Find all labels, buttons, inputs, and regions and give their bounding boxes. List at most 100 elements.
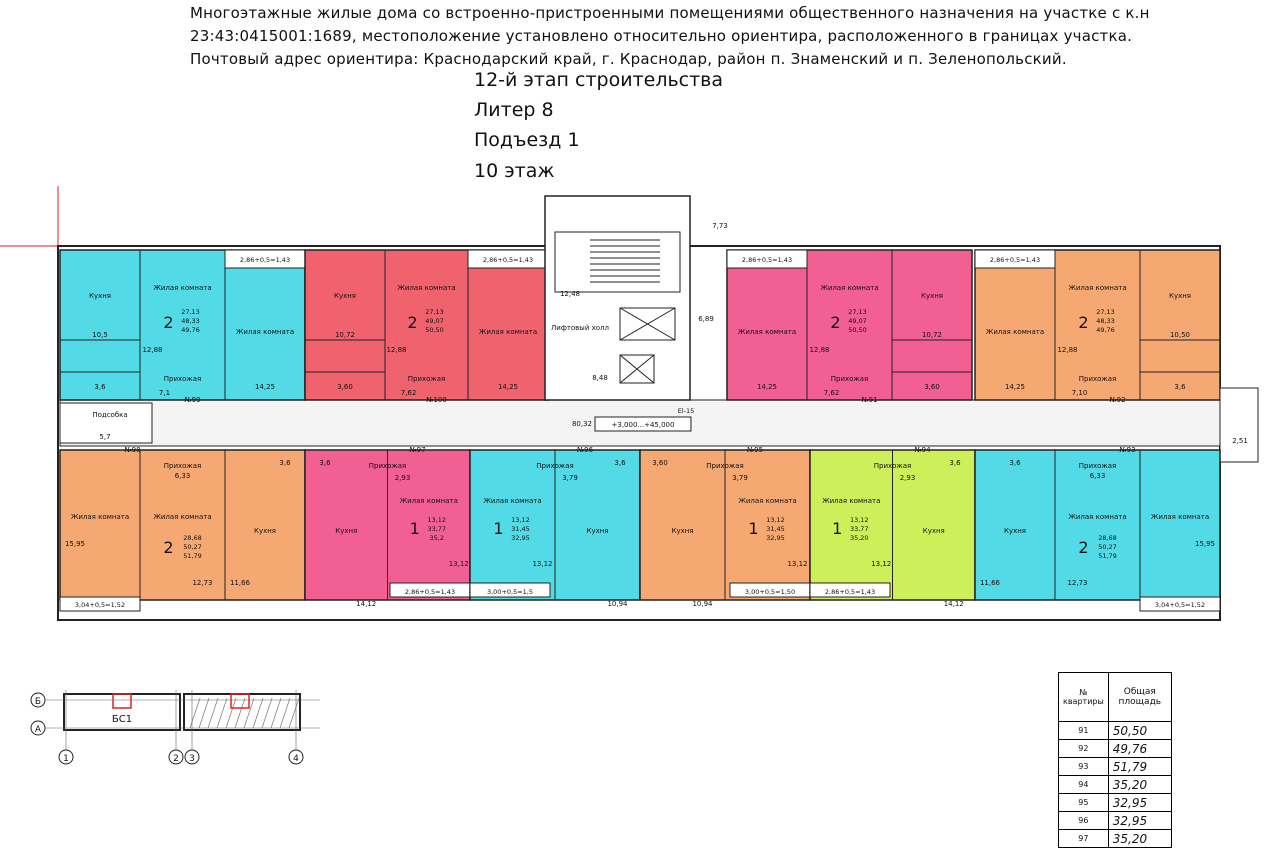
- table-cell-area: 51,79: [1107, 757, 1172, 776]
- apartment-number: №97: [409, 446, 425, 454]
- bath-area: 3,6: [1174, 383, 1186, 391]
- area-usable: 49,07: [848, 317, 867, 325]
- area-usable: 49,07: [425, 317, 444, 325]
- area-usable: 31,45: [766, 525, 785, 533]
- corridor-area: 12,88: [142, 346, 162, 354]
- rooms-count: 1: [410, 519, 420, 538]
- stair-area: 12,48: [560, 290, 580, 298]
- axis-marker-n1: [58, 749, 74, 765]
- living-area: 13,12: [871, 560, 891, 568]
- corridor-total-area: 80,32: [572, 420, 592, 428]
- rooms-count: 2: [163, 313, 173, 332]
- rooms-count: 1: [493, 519, 503, 538]
- key-plan-marker: [230, 693, 250, 709]
- hall-area: 7,1: [159, 389, 170, 397]
- table-cell-area: 32,95: [1107, 811, 1172, 830]
- bath-area: 3,6: [614, 459, 626, 467]
- level-mark-box: [594, 416, 692, 432]
- living-label: Жилая комната: [986, 328, 1044, 336]
- rooms-count: 1: [748, 519, 758, 538]
- axis-marker-n3: [184, 749, 200, 765]
- table-cell-number: 94: [1058, 775, 1109, 794]
- corridor-area: 12,88: [386, 346, 406, 354]
- bath-area: 3,6: [1009, 459, 1021, 467]
- living-label: Жилая комната: [738, 497, 796, 505]
- hall-area: 7,62: [824, 389, 840, 397]
- hall-label: Прихожая: [164, 462, 202, 470]
- balcony-area: 3,00+0,5=1,5: [487, 588, 533, 596]
- hall-label: Прихожая: [874, 462, 912, 470]
- bath-area: 3,60: [652, 459, 668, 467]
- apartment-number: №100: [426, 396, 447, 404]
- living-area: 13,12: [532, 560, 552, 568]
- rooms-count: 2: [407, 313, 417, 332]
- axis-label-n2: 2: [173, 754, 179, 764]
- hall-label: Прихожая: [164, 375, 202, 383]
- kitchen-area: 11,66: [230, 579, 251, 587]
- kitchen-area: 10,72: [922, 331, 942, 339]
- apartment-№92: [974, 249, 1221, 401]
- lift-cross: [619, 307, 676, 341]
- hall-area: 6,33: [1090, 472, 1106, 480]
- axis-label-b: Б: [35, 697, 41, 707]
- kitchen-area: 10,5: [92, 331, 108, 339]
- kitchen-area: 10,50: [1170, 331, 1190, 339]
- hall-label: Прихожая: [369, 462, 407, 470]
- table-cell-number: 91: [1058, 721, 1109, 740]
- axis-marker-n2: [168, 749, 184, 765]
- hall-area: 2,93: [395, 474, 411, 482]
- hatch-line: [270, 697, 282, 729]
- entrance-title: Подъезд 1: [474, 129, 580, 151]
- el-label: El-15: [678, 407, 695, 415]
- rooms-count: 2: [1078, 313, 1088, 332]
- side-balcony: [1219, 387, 1259, 463]
- living-label: Жилая комната: [738, 328, 796, 336]
- kitchen-label: Кухня: [334, 292, 356, 300]
- area-total: 50,50: [848, 326, 867, 334]
- key-plan-marker: [112, 693, 132, 709]
- hatch-line: [288, 697, 300, 729]
- living-area: 14,25: [757, 383, 777, 391]
- living-area: 15,95: [1195, 540, 1215, 548]
- balcony-area: 3,04+0,5=1,52: [1155, 601, 1205, 609]
- bath-area: 3,60: [337, 383, 353, 391]
- living-area: 13,12: [449, 560, 469, 568]
- table-header-area: Общая площадь: [1107, 672, 1172, 722]
- hall-label: Прихожая: [831, 375, 869, 383]
- balcony-area: 2,86+0,5=1,43: [742, 256, 792, 264]
- kitchen-label: Кухня: [335, 527, 357, 535]
- area-total: 32,95: [766, 534, 785, 542]
- hall-area: 2,93: [900, 474, 916, 482]
- hatch-line: [234, 697, 246, 729]
- apartment-number: №96: [577, 446, 594, 454]
- area-living: 13,12: [766, 516, 785, 524]
- hall-label: Прихожая: [536, 462, 574, 470]
- kitchen-area: 10,72: [335, 331, 355, 339]
- living-area: 15,95: [65, 540, 85, 548]
- kitchen-label: Кухня: [923, 527, 945, 535]
- hatch-line: [207, 697, 219, 729]
- area-total: 32,95: [511, 534, 530, 542]
- apartment-№98: [59, 449, 306, 601]
- hall-area: 3,79: [562, 474, 578, 482]
- living-label: Жилая комната: [71, 513, 129, 521]
- area-total: 35,20: [850, 534, 869, 542]
- kitchen-area: 10,94: [692, 600, 713, 608]
- hatch-line: [279, 697, 291, 729]
- balcony-area: 2,86+0,5=1,43: [825, 588, 875, 596]
- balcony-area: 3,04+0,5=1,52: [75, 601, 125, 609]
- apartment-number: №95: [747, 446, 763, 454]
- apartment-№93: [974, 449, 1221, 601]
- table-cell-area: 35,20: [1107, 829, 1172, 848]
- area-total: 35,2: [430, 534, 444, 542]
- bath-area: 3,6: [94, 383, 106, 391]
- kitchen-label: Кухня: [254, 527, 276, 535]
- table-cell-number: 97: [1058, 829, 1109, 848]
- apartment-number: №92: [1109, 396, 1125, 404]
- axis-label-n1: 1: [63, 754, 69, 764]
- kitchen-area: 11,66: [980, 579, 1001, 587]
- living-area: 12,73: [1067, 579, 1087, 587]
